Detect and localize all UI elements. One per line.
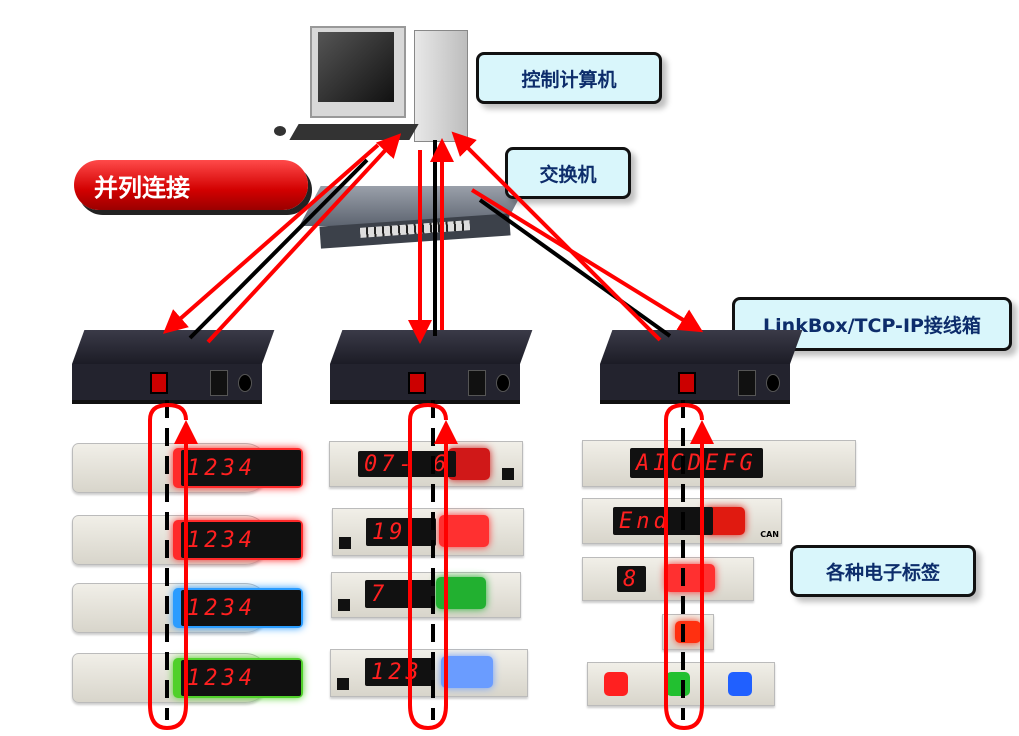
indicator-lamp bbox=[439, 515, 489, 547]
led-display: 7 bbox=[365, 580, 435, 608]
led-display: 1234 bbox=[181, 450, 301, 486]
electronic-tag-icon: 1234 bbox=[72, 653, 303, 703]
indicator-lamp bbox=[728, 672, 752, 696]
electronic-tag-icon bbox=[662, 614, 714, 650]
computer-label: 控制计算机 bbox=[476, 52, 662, 104]
button-icon bbox=[339, 537, 351, 549]
tags-label: 各种电子标签 bbox=[790, 545, 976, 597]
electronic-tag-icon bbox=[587, 662, 775, 706]
electronic-tag-icon: AICDEFG bbox=[582, 440, 856, 487]
led-display: 19 bbox=[366, 518, 436, 546]
electronic-tag-icon: 1234 bbox=[72, 443, 303, 493]
switch-label: 交换机 bbox=[505, 147, 631, 199]
button-icon bbox=[337, 678, 349, 690]
electronic-tag-icon: 123 bbox=[330, 649, 528, 697]
linkbox-icon bbox=[330, 330, 533, 404]
electronic-tag-icon: 1234 bbox=[72, 583, 303, 633]
led-display: 1234 bbox=[181, 522, 301, 558]
electronic-tag-icon: 07- 6 bbox=[329, 441, 523, 487]
indicator-lamp bbox=[666, 672, 690, 696]
indicator-lamp bbox=[441, 656, 493, 688]
led-display: 8 bbox=[617, 566, 647, 592]
led-display: 1234 bbox=[181, 590, 301, 626]
electronic-tag-icon: 8 bbox=[582, 557, 754, 601]
can-label: CAN bbox=[760, 530, 779, 539]
desktop-computer-icon bbox=[270, 24, 470, 146]
led-display: 1234 bbox=[181, 660, 301, 696]
indicator-lamp bbox=[665, 564, 715, 592]
led-display: End bbox=[613, 507, 713, 535]
electronic-tag-icon: 19 bbox=[332, 508, 524, 556]
button-icon bbox=[502, 468, 514, 480]
indicator-lamp bbox=[675, 621, 701, 643]
led-display: AICDEFG bbox=[630, 448, 763, 478]
indicator-lamp bbox=[436, 577, 486, 609]
parallel-connection-banner: 并列连接 bbox=[74, 160, 308, 210]
electronic-tag-icon: 7 bbox=[331, 572, 521, 618]
linkbox-icon bbox=[72, 330, 275, 404]
led-display: 123 bbox=[365, 658, 435, 686]
electronic-tag-icon: 1234 bbox=[72, 515, 303, 565]
button-icon bbox=[338, 599, 350, 611]
led-display: 07- 6 bbox=[358, 451, 457, 477]
network-switch-icon bbox=[299, 186, 526, 256]
indicator-lamp bbox=[604, 672, 628, 696]
linkbox-icon bbox=[600, 330, 803, 404]
